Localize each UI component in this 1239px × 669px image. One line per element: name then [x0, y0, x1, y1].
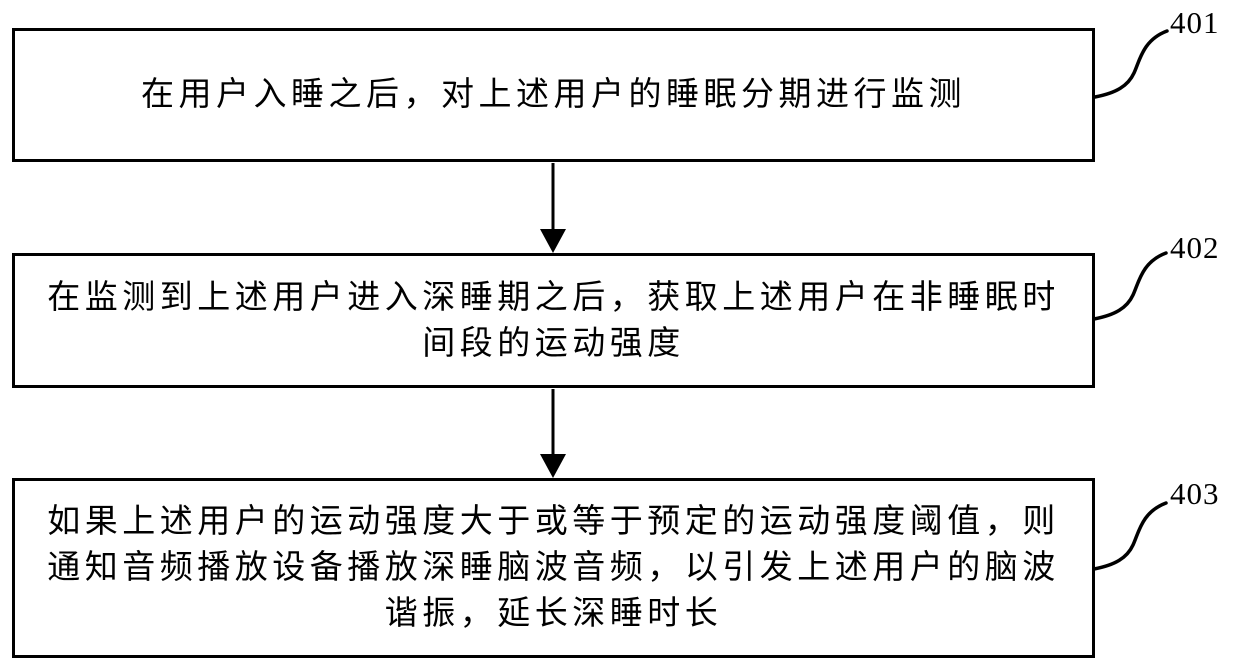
leader-line-402	[1092, 251, 1168, 321]
leader-line-403	[1092, 501, 1168, 571]
flow-step-box-403: 如果上述用户的运动强度大于或等于预定的运动强度阈值，则 通知音频播放设备播放深睡…	[12, 478, 1095, 658]
ref-numeral-403: 403	[1170, 476, 1220, 511]
flow-step-box-401: 在用户入睡之后，对上述用户的睡眠分期进行监测	[12, 28, 1095, 162]
flow-step-402-text-line1: 在监测到上述用户进入深睡期之后，获取上述用户在非睡眠时	[47, 279, 1060, 316]
flow-step-403-text-line2: 通知音频播放设备播放深睡脑波音频，以引发上述用户的脑波	[47, 550, 1060, 586]
flow-step-402-text-line2: 间段的运动强度	[422, 325, 685, 362]
ref-numeral-401: 401	[1170, 5, 1220, 40]
ref-numeral-402: 402	[1170, 230, 1220, 265]
flow-step-403-text-line3: 谐振，延长深睡时长	[384, 596, 723, 632]
flow-step-401-text: 在用户入睡之后，对上述用户的睡眠分期进行监测	[141, 77, 966, 113]
arrow-step401-to-step402	[540, 163, 566, 253]
flow-step-403-text-line1: 如果上述用户的运动强度大于或等于预定的运动强度阈值，则	[47, 504, 1060, 540]
leader-line-401	[1093, 29, 1169, 99]
flow-step-box-402: 在监测到上述用户进入深睡期之后，获取上述用户在非睡眠时 间段的运动强度	[12, 253, 1095, 388]
arrow-step402-to-step403	[540, 389, 566, 478]
